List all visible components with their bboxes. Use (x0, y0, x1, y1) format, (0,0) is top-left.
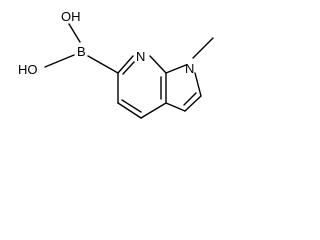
atom-label-pyridine-n: N (136, 49, 145, 64)
bond-c6-n7-inner (122, 61, 135, 75)
atom-label-oh-top: OH (61, 9, 81, 24)
atom-label-boron: B (77, 44, 86, 59)
bond-b-ring (87, 55, 119, 74)
bond-n7-c7a (149, 55, 167, 74)
chemical-structure: OH HO B N N (18, 9, 214, 119)
bond-b-oh-top (68, 23, 81, 43)
bond-n1-methyl (192, 37, 214, 59)
bond-c2-c3-inner (183, 92, 197, 106)
bond-c4-c5 (117, 102, 142, 119)
bond-c4-c5-inner (121, 99, 142, 113)
bond-c3a-c4 (140, 102, 167, 119)
bond-c3-c3a (165, 102, 186, 112)
atom-label-pyrrole-n: N (185, 61, 194, 76)
bond-b-oh-bottom (44, 54, 75, 68)
atom-label-oh-bottom: HO (18, 62, 38, 77)
bond-n1-c2 (194, 72, 202, 97)
bond-c7a-n1 (165, 64, 187, 74)
bond-c6-n7 (117, 55, 134, 74)
bond-c2-c3 (184, 95, 202, 112)
